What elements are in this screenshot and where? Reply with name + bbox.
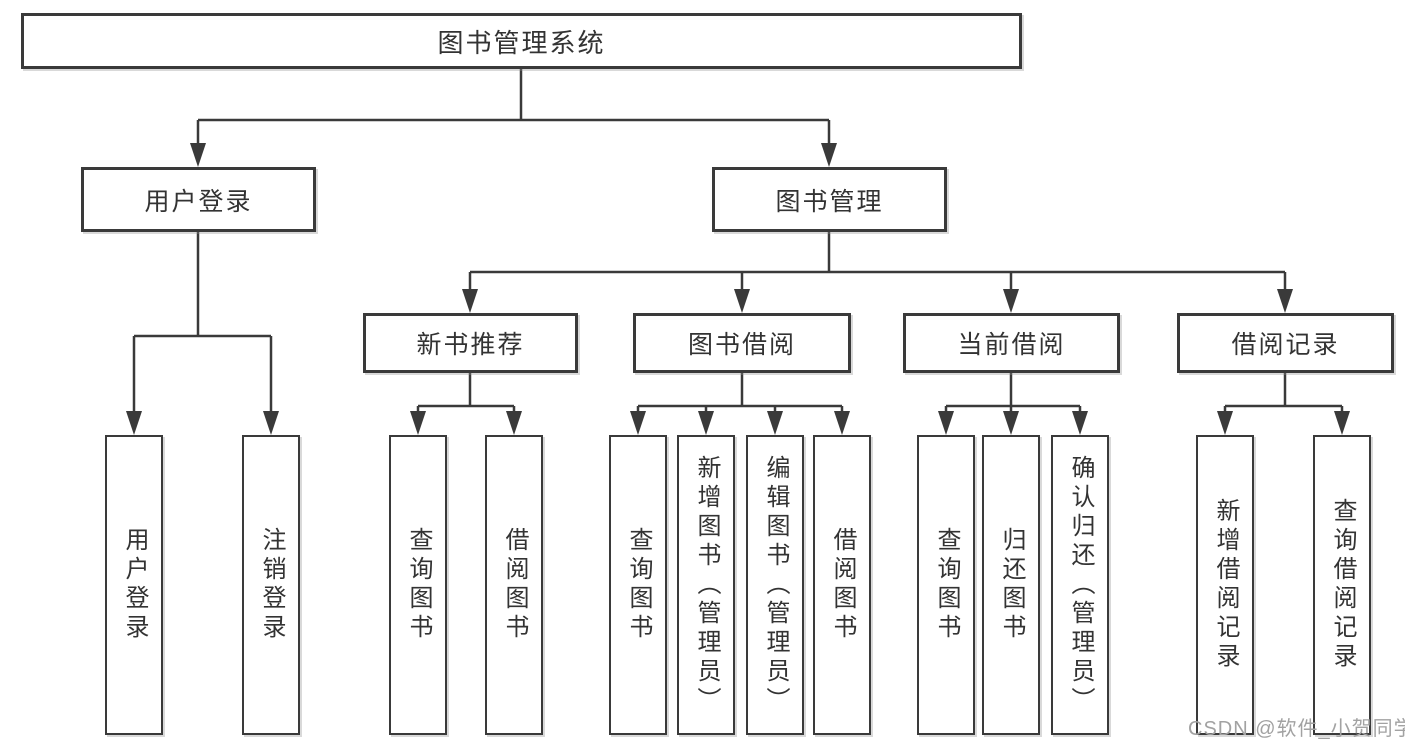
node-new-book-recommend-label: 新书推荐 <box>416 331 525 359</box>
leaf-newbook-borrow-books: 借阅图书 <box>485 435 543 735</box>
leaf-records-query-record-label: 查询借阅记录 <box>1329 498 1356 672</box>
node-book-borrowing-label: 图书借阅 <box>687 331 796 359</box>
leaf-logout-label: 注销登录 <box>258 527 285 643</box>
csdn-watermark: CSDN @软件_小贺同学 <box>1188 718 1405 740</box>
leaf-records-add-record: 新增借阅记录 <box>1196 435 1254 735</box>
node-user-login: 用户登录 <box>81 167 316 232</box>
node-current-borrowing: 当前借阅 <box>903 313 1120 373</box>
leaf-records-query-record: 查询借阅记录 <box>1313 435 1371 735</box>
node-book-management-label: 图书管理 <box>775 187 884 216</box>
node-library-management-system: 图书管理系统 <box>21 13 1022 69</box>
arrow-down-icon <box>263 411 279 435</box>
arrow-down-icon <box>410 411 426 435</box>
leaf-borrowing-borrow-books-label: 借阅图书 <box>829 527 856 643</box>
connector-path <box>132 69 1344 413</box>
arrow-down-icon <box>1072 411 1088 435</box>
leaf-borrowing-edit-books-admin-label: 编辑图书（管理员） <box>762 454 789 716</box>
arrow-down-icon <box>1003 289 1019 313</box>
leaf-current-query-books: 查询图书 <box>917 435 975 735</box>
arrow-down-icon <box>821 143 837 167</box>
arrow-down-icon <box>190 143 206 167</box>
node-book-borrowing: 图书借阅 <box>633 313 851 373</box>
arrow-down-icon <box>834 411 850 435</box>
arrow-down-icon <box>698 411 714 435</box>
arrow-down-icon <box>1277 289 1293 313</box>
node-book-management: 图书管理 <box>712 167 947 232</box>
leaf-newbook-query-books: 查询图书 <box>389 435 447 735</box>
leaf-current-confirm-return-admin-label: 确认归还（管理员） <box>1067 454 1094 716</box>
leaf-newbook-query-books-label: 查询图书 <box>405 527 432 643</box>
leaf-borrowing-add-books-admin-label: 新增图书（管理员） <box>693 454 720 716</box>
leaf-newbook-borrow-books-label: 借阅图书 <box>501 527 528 643</box>
leaf-borrowing-borrow-books: 借阅图书 <box>813 435 871 735</box>
leaf-current-query-books-label: 查询图书 <box>933 527 960 643</box>
arrow-down-icon <box>462 289 478 313</box>
arrow-down-icon <box>1003 411 1019 435</box>
leaf-user-login-label: 用户登录 <box>121 527 148 643</box>
leaf-borrowing-query-books-label: 查询图书 <box>625 527 652 643</box>
leaf-current-return-books-label: 归还图书 <box>998 527 1025 643</box>
node-current-borrowing-label: 当前借阅 <box>957 331 1066 359</box>
node-borrowing-records-label: 借阅记录 <box>1231 331 1340 359</box>
node-borrowing-records: 借阅记录 <box>1177 313 1394 373</box>
leaf-current-return-books: 归还图书 <box>982 435 1040 735</box>
node-new-book-recommend: 新书推荐 <box>363 313 578 373</box>
leaf-borrowing-query-books: 查询图书 <box>609 435 667 735</box>
leaf-user-login: 用户登录 <box>105 435 163 735</box>
leaf-current-confirm-return-admin: 确认归还（管理员） <box>1051 435 1109 735</box>
arrow-down-icon <box>938 411 954 435</box>
arrowhead-icons <box>126 143 1350 435</box>
arrow-down-icon <box>734 289 750 313</box>
arrow-down-icon <box>630 411 646 435</box>
arrow-down-icon <box>126 411 142 435</box>
arrow-down-icon <box>1217 411 1233 435</box>
leaf-borrowing-edit-books-admin: 编辑图书（管理员） <box>746 435 804 735</box>
arrow-down-icon <box>767 411 783 435</box>
arrow-down-icon <box>1334 411 1350 435</box>
leaf-records-add-record-label: 新增借阅记录 <box>1212 498 1239 672</box>
arrow-down-icon <box>506 411 522 435</box>
node-library-management-system-label: 图书管理系统 <box>437 27 606 58</box>
leaf-logout: 注销登录 <box>242 435 300 735</box>
leaf-borrowing-add-books-admin: 新增图书（管理员） <box>677 435 735 735</box>
node-user-login-label: 用户登录 <box>144 187 253 216</box>
